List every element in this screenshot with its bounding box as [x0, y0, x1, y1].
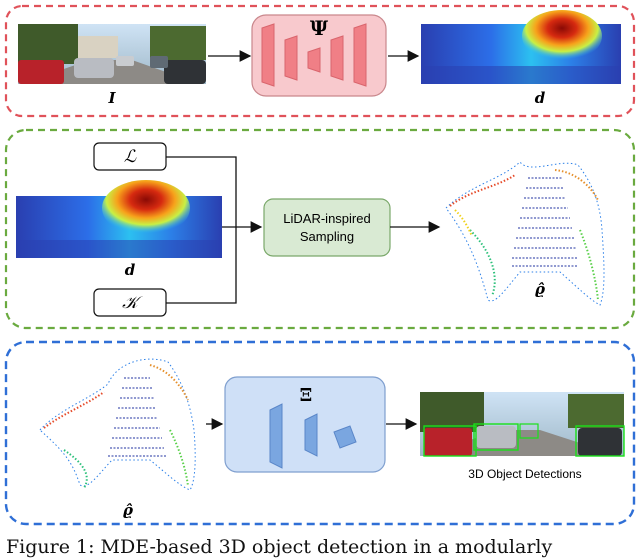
panel-monocular-depth	[4, 4, 636, 118]
pointcloud-label-2: ϱ̂	[123, 501, 134, 519]
figure-caption: Figure 1: MDE-based 3D object detection …	[6, 536, 553, 558]
detector-symbol: Ξ	[300, 385, 313, 406]
lidar-param-symbol: ℒ	[124, 147, 137, 167]
detections-label: 3D Object Detections	[468, 467, 581, 481]
detector-network-block	[224, 376, 386, 473]
sampling-box	[263, 198, 391, 257]
connector-intrinsics-param	[166, 227, 237, 304]
depth-map-output	[421, 10, 621, 84]
intrinsics-param-symbol: 𝒦	[122, 293, 143, 313]
depth-map-input	[16, 180, 222, 258]
image-label: I	[107, 89, 116, 107]
pointcloud-output	[445, 161, 605, 306]
depth-network-block	[251, 14, 387, 97]
connector-lidar-param	[166, 156, 237, 227]
sampling-label-line2: Sampling	[300, 229, 354, 244]
pointcloud-label: ϱ̂	[535, 280, 546, 298]
panel-lidar-sampling	[4, 128, 636, 330]
panel-3d-detection	[4, 340, 636, 526]
network-symbol: Ψ	[310, 16, 329, 40]
sampling-label-line1: LiDAR-inspired	[283, 211, 370, 226]
depth-label: d	[535, 89, 546, 107]
rgb-image	[18, 24, 206, 84]
depth-label-2: d	[125, 261, 136, 279]
detection-image	[420, 392, 625, 457]
pointcloud-input	[39, 358, 196, 491]
